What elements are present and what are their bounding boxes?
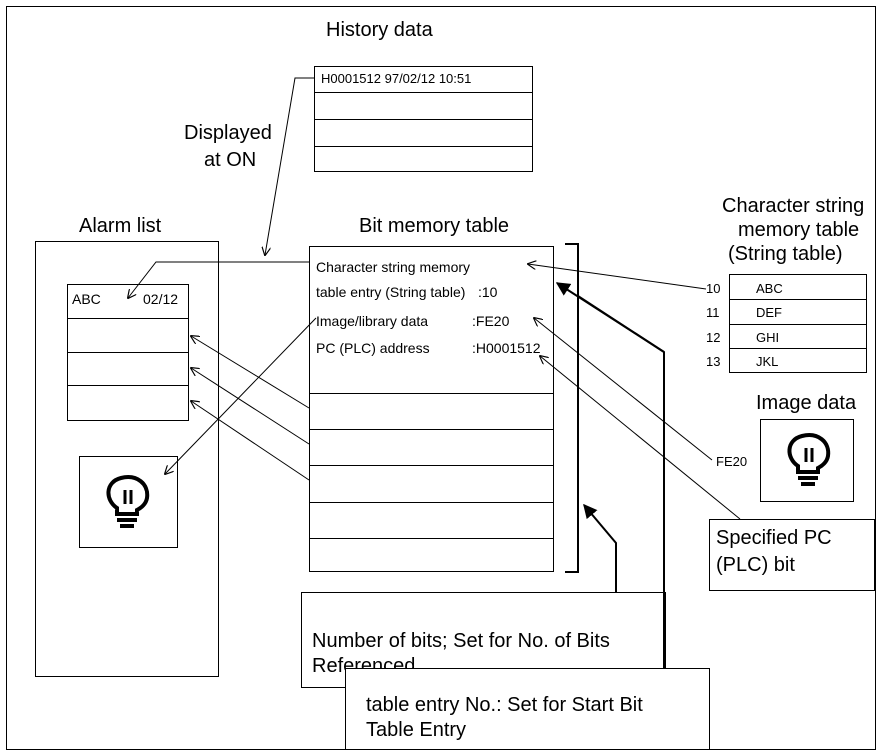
history-row-1: H0001512 97/02/12 10:51 <box>321 71 472 86</box>
bitmem-line-3-value: :FE20 <box>472 313 510 329</box>
string-row-no: 12 <box>706 330 721 345</box>
history-to-alarm-arrow <box>265 77 314 255</box>
string-table <box>729 274 867 373</box>
start-note-line2: Table Entry <box>366 719 467 741</box>
row-to-alarm-arrow <box>191 336 310 409</box>
row-to-alarm-arrow <box>191 368 310 445</box>
displayed-at-on-line2: at ON <box>204 149 257 171</box>
string-row-no: 11 <box>706 305 720 320</box>
string-row-no: 10 <box>706 281 721 296</box>
bitmem-line-4: PC (PLC) address <box>316 340 430 356</box>
start-note-bracket-link <box>577 295 665 353</box>
string-row-text: DEF <box>756 305 782 320</box>
image-entry-to-alarm-image-arrow <box>165 317 317 474</box>
history-data-title: History data <box>326 19 433 41</box>
bitmem-line-4-value: :H0001512 <box>472 340 541 356</box>
image-data-title: Image data <box>756 392 857 414</box>
fe20-to-image-value-arrow <box>534 318 713 461</box>
bits-note-arrow <box>583 503 617 592</box>
bit-memory-table <box>309 246 554 572</box>
bits-note-line1: Number of bits; Set for No. of Bits <box>312 630 610 652</box>
row-to-alarm-arrow <box>191 401 310 481</box>
plc-bit-to-address-arrow <box>540 356 741 520</box>
light-bulb-icon <box>787 433 831 486</box>
displayed-at-on-line1: Displayed <box>184 122 272 144</box>
alarm-row-date: 02/12 <box>143 291 179 307</box>
string-row-text: ABC <box>756 281 783 296</box>
start-note-line1: table entry No.: Set for Start Bit <box>366 694 643 716</box>
string-table-title-2: memory table <box>738 219 860 241</box>
plc-bit-line1: Specified PC <box>716 527 832 549</box>
image-code-label: FE20 <box>716 454 748 469</box>
bitmem-line-3: Image/library data <box>316 313 429 329</box>
string-table-title-3: (String table) <box>728 243 843 265</box>
alarm-list-table <box>67 284 189 421</box>
light-bulb-icon <box>106 475 150 528</box>
alarm-image-box <box>79 456 178 548</box>
plc-bit-box <box>709 519 875 591</box>
string-table-title-1: Character string <box>722 195 865 217</box>
string-row-text: GHI <box>756 330 780 345</box>
history-data-table <box>314 66 533 172</box>
alarm-row-text: ABC <box>72 291 101 307</box>
bitmem-line-2-value: :10 <box>478 284 498 300</box>
bit-memory-table-title: Bit memory table <box>359 215 510 237</box>
bit-range-bracket <box>565 243 579 573</box>
string-row-text: JKL <box>756 354 779 369</box>
start-note-box <box>345 668 710 750</box>
string-row-no: 13 <box>706 354 721 369</box>
string-to-entry-arrow <box>528 264 707 290</box>
bitmem-line-2: table entry (String table) <box>316 284 466 300</box>
bitmem-line-1: Character string memory <box>316 259 471 275</box>
plc-bit-line2: (PLC) bit <box>716 554 795 576</box>
alarm-list-title: Alarm list <box>79 215 162 237</box>
entry-to-alarm-arrow <box>128 261 309 298</box>
